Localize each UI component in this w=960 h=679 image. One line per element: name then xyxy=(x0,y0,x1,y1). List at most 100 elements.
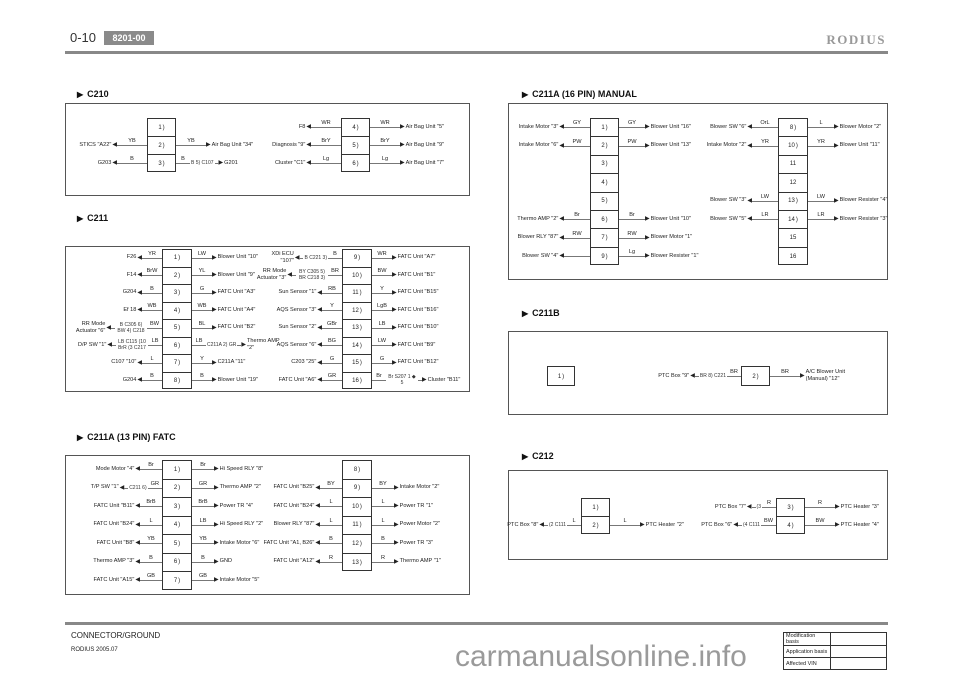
wire-connection: XDi ECU "107"◀B C221 3)B xyxy=(260,248,342,268)
destination-label: Thermo AMP "3" xyxy=(93,558,135,565)
pin-terminal-icon: ) xyxy=(359,360,362,367)
wire-color-label: B xyxy=(150,373,154,380)
connector-pin: 12) xyxy=(343,535,371,554)
wire-line: R xyxy=(320,555,342,569)
wire-line: YB xyxy=(176,138,206,152)
wire-connection: L▶Power TR "1" xyxy=(372,496,433,516)
arrow-right-icon: ▶ xyxy=(800,373,805,379)
connector-pin: 2) xyxy=(163,268,191,285)
wire-line: B xyxy=(140,555,162,569)
wire-line: WR xyxy=(370,120,400,134)
wire-connection: R▶PTC Heater "3" xyxy=(805,497,879,517)
connector-pin: 14) xyxy=(779,211,807,230)
connector-pin: 5) xyxy=(591,193,618,211)
wire-connection: Intake Motor "2"◀YR xyxy=(707,136,778,156)
arrow-left-icon: ◀ xyxy=(135,540,140,547)
wire-color-label: B xyxy=(130,156,134,162)
wire-color-label: LB xyxy=(199,517,207,524)
connector-pin: 1) xyxy=(163,250,191,268)
wire-connection: BrB▶Power TR "4" xyxy=(192,496,253,516)
wire-connection: C107 "10"◀L xyxy=(111,353,162,373)
destination-label: Blower Resister "3" xyxy=(839,215,888,222)
wire-connection: Blower SW "4"◀ xyxy=(522,246,590,266)
wire-connection: YB▶Intake Motor "6" xyxy=(192,533,259,553)
header-rule xyxy=(65,51,888,54)
splice-connector-label: (4 C111 xyxy=(741,522,761,528)
wire-line: B xyxy=(142,373,162,387)
destination-label: FATC Unit "A3" xyxy=(217,289,256,296)
arrow-left-icon: ◀ xyxy=(137,377,142,384)
wire-color-label: BrW xyxy=(146,268,158,275)
pin-number: 11 xyxy=(352,290,359,297)
wire-connection: G▶FATC Unit "B12" xyxy=(372,353,439,373)
destination-label: Sun Sensor "1" xyxy=(278,289,317,296)
connector-pin: 10) xyxy=(343,498,371,517)
pin-terminal-icon: ) xyxy=(178,255,181,262)
pin-number: 13 xyxy=(352,559,359,566)
wire-connection: BW▶FATC Unit "B1" xyxy=(372,265,435,285)
pin-number: 13 xyxy=(352,325,359,332)
wire-line xyxy=(299,251,304,265)
destination-label: FATC Unit "B11" xyxy=(93,502,135,509)
wire-line: L xyxy=(320,518,342,532)
arrow-right-icon: ▶ xyxy=(394,540,399,547)
wire-connection: L▶Power Motor "2" xyxy=(372,515,440,535)
wire-color-label: OrL xyxy=(760,120,770,127)
wire-connection: FATC Unit "B11"◀BrB xyxy=(94,496,162,516)
pin-terminal-icon: ) xyxy=(178,503,181,510)
wire-color-label: L xyxy=(381,499,385,506)
destination-label: RR Mode Actuator "6" xyxy=(75,320,106,334)
wire-color-label: GBr xyxy=(327,320,337,327)
wire-line: YB xyxy=(192,536,214,550)
wire-line: LR xyxy=(808,212,834,226)
wire-line: GR xyxy=(192,481,214,495)
revision-label: Affected VIN xyxy=(783,657,831,670)
arrow-left-icon: ◀ xyxy=(315,484,320,491)
wire-connection: GR▶Thermo AMP "2" xyxy=(192,478,261,498)
arrow-left-icon: ◀ xyxy=(107,342,112,349)
connector-block: 1) xyxy=(547,366,575,386)
arrow-right-icon: ▶ xyxy=(212,377,217,384)
arrow-right-icon: ▶ xyxy=(394,484,399,491)
wire-connection: FATC Unit "B25"◀BY xyxy=(274,478,342,498)
connector-pin: 6) xyxy=(163,338,191,355)
arrow-left-icon: ◀ xyxy=(315,540,320,547)
wire-line: WB xyxy=(142,303,162,317)
wire-color-label: L xyxy=(572,518,576,524)
wire-line: BL xyxy=(192,321,212,335)
connector-pin: 1) xyxy=(582,499,609,517)
wire-color-label: Y xyxy=(380,285,384,292)
arrow-right-icon: ▶ xyxy=(214,466,219,473)
section-code-badge: 8201-00 xyxy=(104,31,154,45)
destination-label: PTC Heater "4" xyxy=(840,521,879,528)
wire-color-label: G xyxy=(199,285,205,292)
wire-connection: FATC Unit "A1, B26"◀B xyxy=(264,533,342,553)
wire-line: B xyxy=(192,373,212,387)
wire-connection: PW▶Blower Unit "13" xyxy=(619,136,691,156)
connector-pin: 12 xyxy=(779,174,807,193)
pin-number: 2 xyxy=(173,272,178,279)
arrow-right-icon: ▶ xyxy=(422,377,427,384)
arrow-left-icon: ◀ xyxy=(119,484,125,491)
destination-label: Blower Unit "10" xyxy=(217,254,258,261)
pin-terminal-icon: ) xyxy=(359,307,362,314)
destination-label: Intake Motor "6" xyxy=(518,142,559,149)
wire-connection: FATC Unit "A15"◀GB xyxy=(94,570,162,590)
wire-line: GY xyxy=(619,120,645,134)
arrow-right-icon: ▶ xyxy=(394,521,399,528)
wire-connection: STICS "A22"◀YB xyxy=(79,135,147,155)
arrow-right-icon: ▶ xyxy=(392,359,397,366)
wire-connection: Blower SW "6"◀OrL xyxy=(710,117,778,137)
section-title: ▶C211 xyxy=(77,213,108,223)
splice-connector: (4 C111 xyxy=(741,522,762,528)
wire-connection: LR▶Blower Resister "3" xyxy=(808,209,887,229)
wire-connection: YB▶Air Bag Unit "34" xyxy=(176,135,253,155)
pin-number: 6 xyxy=(173,342,178,349)
wire-color-label: L xyxy=(381,517,385,524)
wire-connection: G204◀B xyxy=(123,370,162,390)
connector-block: 2) xyxy=(741,366,770,386)
arrow-left-icon: ◀ xyxy=(112,160,117,166)
arrow-left-icon: ◀ xyxy=(746,504,752,510)
arrow-left-icon: ◀ xyxy=(294,254,300,261)
